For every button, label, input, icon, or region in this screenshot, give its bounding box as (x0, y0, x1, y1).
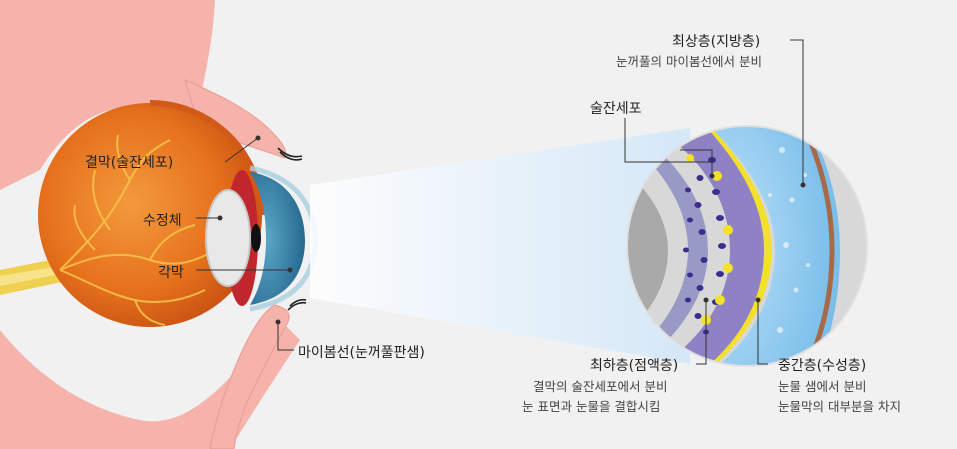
magnification-beam (310, 128, 690, 364)
mucin-title: 최하층(점액층) (590, 358, 679, 374)
lens (205, 189, 251, 287)
lower-eyelid (209, 304, 290, 449)
eyeball (38, 103, 262, 327)
eye-leaders (196, 135, 294, 351)
mucin-desc1: 결막의 술잔세포에서 분비 (533, 379, 668, 394)
eyelash-lower (287, 298, 307, 311)
mucin-desc2: 눈 표면과 눈물을 결합시킴 (522, 399, 661, 414)
yellow-boundary (687, 126, 772, 366)
retinal-vessels (59, 134, 216, 326)
goblet-label: 술잔세포 (590, 101, 642, 117)
lipid-title: 최상층(지방층) (672, 34, 761, 50)
conjunctiva-label: 결막(술잔세포) (85, 155, 174, 171)
inner-gray (627, 126, 708, 366)
meibomian-label: 마이봄선(눈꺼풀판샘) (298, 345, 425, 361)
aqueous-desc1: 눈물 샘에서 분비 (778, 379, 867, 394)
aqueous-title: 중간층(수성층) (778, 358, 867, 374)
aqueous-desc2: 눈물막의 대부분을 차지 (778, 399, 901, 414)
goblet-cells (686, 154, 733, 325)
aqueous-droplets (768, 147, 810, 333)
cornea-label: 각막 (158, 265, 184, 281)
lens-label: 수정체 (143, 213, 182, 229)
film-leaders (624, 39, 806, 365)
lipid-desc: 눈꺼풀의 마이봄선에서 분비 (616, 54, 762, 69)
mucin-layer (640, 126, 764, 366)
eyelash-upper (277, 147, 303, 161)
skin-upper (0, 0, 215, 190)
